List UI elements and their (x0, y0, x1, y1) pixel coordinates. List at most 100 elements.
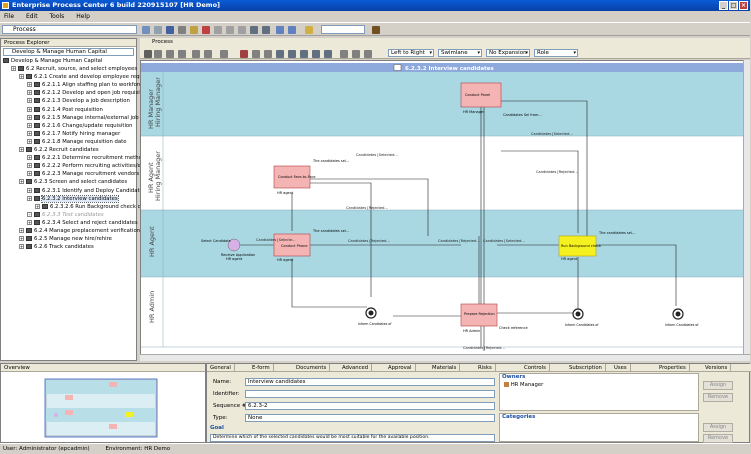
close-button[interactable]: × (739, 1, 748, 10)
tab-materials[interactable]: Materials (429, 364, 461, 372)
tree-item[interactable]: +6.2.1.7 Notify hiring manager (1, 130, 136, 138)
tree-item[interactable]: +6.2.1 Create and develop employee requi… (1, 73, 161, 81)
owners-assign-button[interactable]: Assign (703, 381, 733, 390)
expand-toggle-icon[interactable]: + (27, 90, 32, 96)
tree-item[interactable]: Develop & Manage Human Capital (1, 57, 136, 65)
delete-shape-icon[interactable] (240, 50, 248, 58)
tree-item[interactable]: +6.2.3.1 Identify and Deploy Candidate S… (1, 187, 156, 195)
expand-toggle-icon[interactable]: + (27, 122, 32, 128)
expand-toggle-icon[interactable]: + (19, 147, 24, 153)
tree-item[interactable]: +6.2.2 Recruit candidates (1, 146, 136, 154)
report-icon[interactable] (276, 26, 284, 34)
identifier-field[interactable] (245, 390, 495, 398)
type-select[interactable]: None (245, 414, 495, 422)
expand-toggle-icon[interactable]: + (27, 114, 32, 120)
tree-item[interactable]: +6.2.4 Manage preplacement verification (1, 227, 140, 235)
edit-tool-icon[interactable] (166, 50, 174, 58)
tab-uses[interactable]: Uses (611, 364, 631, 372)
activity-interview-3[interactable] (460, 82, 502, 108)
process-select[interactable]: Process (2, 25, 137, 34)
tree-item[interactable]: +6.2.1.3 Develop a job description (1, 97, 136, 105)
publish-icon[interactable] (288, 26, 296, 34)
tab-approval[interactable]: Approval (385, 364, 416, 372)
end-event-3[interactable] (672, 308, 684, 320)
back-icon[interactable] (142, 26, 150, 34)
expand-toggle-icon[interactable]: + (27, 187, 32, 193)
tree-item[interactable]: +6.2.1.1 Align staffing plan to workforc… (1, 81, 155, 89)
forward-icon[interactable] (154, 26, 162, 34)
tree-item[interactable]: +6.2.1.4 Post requisition (1, 106, 136, 114)
name-field[interactable]: Interview candidates (245, 378, 495, 386)
paste-icon[interactable] (238, 26, 246, 34)
expand-toggle-icon[interactable]: + (27, 155, 32, 161)
tree-item[interactable]: +6.2.1.8 Manage requisition date (1, 138, 136, 146)
link-tool-icon[interactable] (178, 50, 186, 58)
owner-item[interactable]: HR Manager (500, 382, 698, 388)
tab-documents[interactable]: Documents (293, 364, 331, 372)
tab-advanced[interactable]: Advanced (339, 364, 373, 372)
activity-interview-2[interactable] (273, 165, 311, 189)
tree-item[interactable]: +6.2 Recruit, source, and select employe… (1, 65, 137, 73)
expand-toggle-icon[interactable]: + (27, 211, 32, 217)
align-tool-icon[interactable] (204, 50, 212, 58)
overview-minimap[interactable] (1, 372, 205, 442)
tree-item[interactable]: +6.2.2.3 Manage recruitment vendors (1, 170, 139, 178)
tab-process[interactable]: Process (152, 39, 173, 45)
expand-toggle-icon[interactable]: + (19, 244, 24, 250)
tab-versions[interactable]: Versions (702, 364, 732, 372)
layout-icon[interactable] (252, 50, 260, 58)
activity-reject[interactable] (460, 303, 498, 327)
search-input[interactable] (321, 25, 365, 34)
expand-toggle-icon[interactable]: + (19, 74, 24, 80)
zoom-in-icon[interactable] (276, 50, 284, 58)
end-event-1[interactable] (365, 307, 377, 319)
export-icon[interactable] (352, 50, 360, 58)
maximize-button[interactable]: □ (729, 1, 738, 10)
tab-subscription[interactable]: Subscription (566, 364, 606, 372)
activity-tool-icon[interactable] (154, 50, 162, 58)
diagram-horizontal-scrollbar[interactable] (140, 354, 750, 361)
settings-icon[interactable] (250, 26, 258, 34)
zoom-out-icon[interactable] (288, 50, 296, 58)
tab-risks[interactable]: Risks (475, 364, 496, 372)
tree-item[interactable]: +6.2.3 Screen and select candidates (1, 178, 136, 186)
route-tool-icon[interactable] (220, 50, 228, 58)
tree-item[interactable]: +6.2.1.6 Change/update requisition (1, 122, 136, 130)
explorer-root-combo[interactable]: Develop & Manage Human Capital (3, 48, 134, 56)
menu-edit[interactable]: Edit (25, 13, 38, 20)
tab-properties[interactable]: Properties (656, 364, 690, 372)
activity-background-check[interactable] (558, 235, 597, 257)
refresh-icon[interactable] (262, 26, 270, 34)
print-icon[interactable] (178, 26, 186, 34)
print-diagram-icon[interactable] (340, 50, 348, 58)
menu-tools[interactable]: Tools (49, 13, 65, 20)
role-select[interactable]: Role (534, 49, 578, 57)
expand-toggle-icon[interactable]: + (27, 98, 32, 104)
save-icon[interactable] (166, 26, 174, 34)
zoom-100-icon[interactable] (324, 50, 332, 58)
layout-direction-select[interactable]: Left to Right (388, 49, 434, 57)
tree-item[interactable]: +6.2.3.2.6 Run Background check on po (1, 203, 152, 211)
view-mode-select[interactable]: Swimlane (438, 49, 482, 57)
activity-interview-1[interactable] (273, 233, 311, 257)
menu-file[interactable]: File (4, 13, 15, 20)
delete-icon[interactable] (202, 26, 210, 34)
expand-toggle-icon[interactable]: + (11, 66, 16, 72)
owners-remove-button[interactable]: Remove (703, 393, 733, 402)
tree-item[interactable]: +6.2.2.1 Determine recruitment methods (1, 154, 148, 162)
grid-tool-icon[interactable] (192, 50, 200, 58)
start-event[interactable] (227, 238, 241, 252)
tree-item[interactable]: +6.2.3.2 Interview candidates (1, 194, 136, 203)
sequence-field[interactable]: 6.2.3-2 (245, 402, 495, 410)
tree-item[interactable]: +6.2.6 Track candidates (1, 243, 136, 251)
expansion-select[interactable]: No Expansion (486, 49, 530, 57)
expand-toggle-icon[interactable]: + (19, 236, 24, 242)
zoom-fit-icon[interactable] (300, 50, 308, 58)
tree-item[interactable]: +6.2.5 Manage new hire/rehire (1, 235, 136, 243)
properties-icon[interactable] (364, 50, 372, 58)
expand-toggle-icon[interactable]: + (27, 130, 32, 136)
copy-icon[interactable] (226, 26, 234, 34)
expand-toggle-icon[interactable]: + (27, 82, 32, 88)
menu-help[interactable]: Help (76, 13, 90, 20)
tree-item[interactable]: +6.2.2.2 Perform recruiting activities/e… (1, 162, 155, 170)
